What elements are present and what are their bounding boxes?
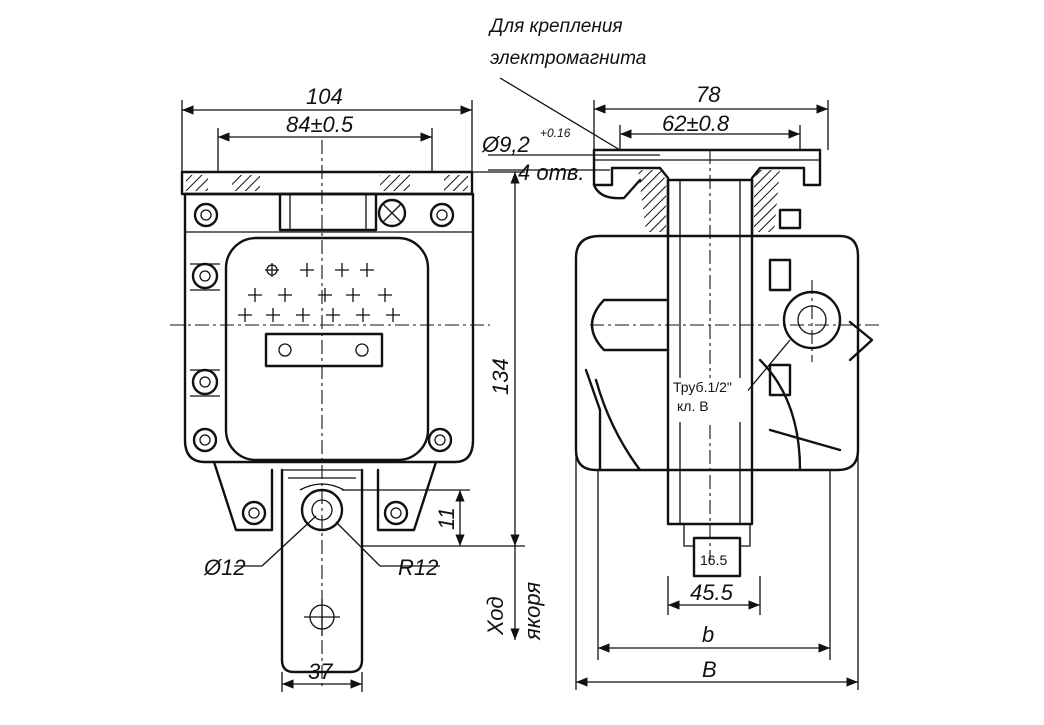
front-plate-hatch-left2	[232, 175, 260, 191]
front-plate-hatch-right2	[380, 175, 410, 191]
dim-side-b: b	[702, 622, 714, 647]
dim-front-armature-width: 37	[308, 659, 333, 684]
label-mount-line1: Для крепления	[488, 16, 623, 37]
front-foot-left	[212, 460, 274, 532]
label-hole-tol: +0.16	[540, 126, 571, 140]
front-rivet-grid	[238, 263, 400, 322]
label-pipe-line1: Труб.1/2"	[673, 379, 732, 395]
dim-front-width: 104	[306, 84, 343, 109]
dim-side-tab: 16.5	[700, 552, 727, 568]
front-mount-plate	[180, 170, 474, 196]
front-nameplate	[264, 332, 384, 368]
dim-front-eye-offset: 11	[434, 507, 459, 530]
side-flange-hatch-right	[754, 170, 780, 232]
dim-side-B: B	[702, 657, 717, 682]
front-view	[170, 140, 490, 690]
dim-side-width: 78	[696, 82, 721, 107]
side-view	[574, 148, 880, 578]
front-plate-hatch-left	[186, 175, 208, 191]
label-pipe-line2: кл. В	[677, 398, 709, 414]
front-frame	[183, 192, 475, 464]
label-hole-count: 4 отв.	[518, 160, 585, 185]
label-mount-line2: электромагнита	[490, 48, 646, 69]
side-flange-hatch-left	[638, 170, 666, 232]
front-coil-housing	[224, 236, 430, 462]
dim-front-height: 134	[488, 358, 513, 395]
label-stroke-line2: якоря	[520, 582, 545, 641]
dim-front-eye-radius: R12	[398, 555, 438, 580]
front-dimensions	[181, 100, 525, 692]
front-top-bracket	[278, 192, 378, 232]
side-body	[574, 234, 860, 472]
dim-front-eye-dia: Ø12	[203, 555, 246, 580]
side-armature-block	[692, 536, 742, 578]
label-stroke-line1: Ход	[483, 596, 508, 636]
dim-side-hole-spacing: 62±0.8	[662, 111, 730, 136]
side-dimensions	[488, 77, 859, 690]
front-plate-hatch-right	[444, 175, 468, 191]
label-hole-dia: Ø9,2	[481, 132, 530, 157]
dim-side-armature: 45.5	[690, 580, 734, 605]
dim-front-hole-spacing: 84±0.5	[286, 112, 354, 137]
front-foot-right	[376, 460, 438, 532]
